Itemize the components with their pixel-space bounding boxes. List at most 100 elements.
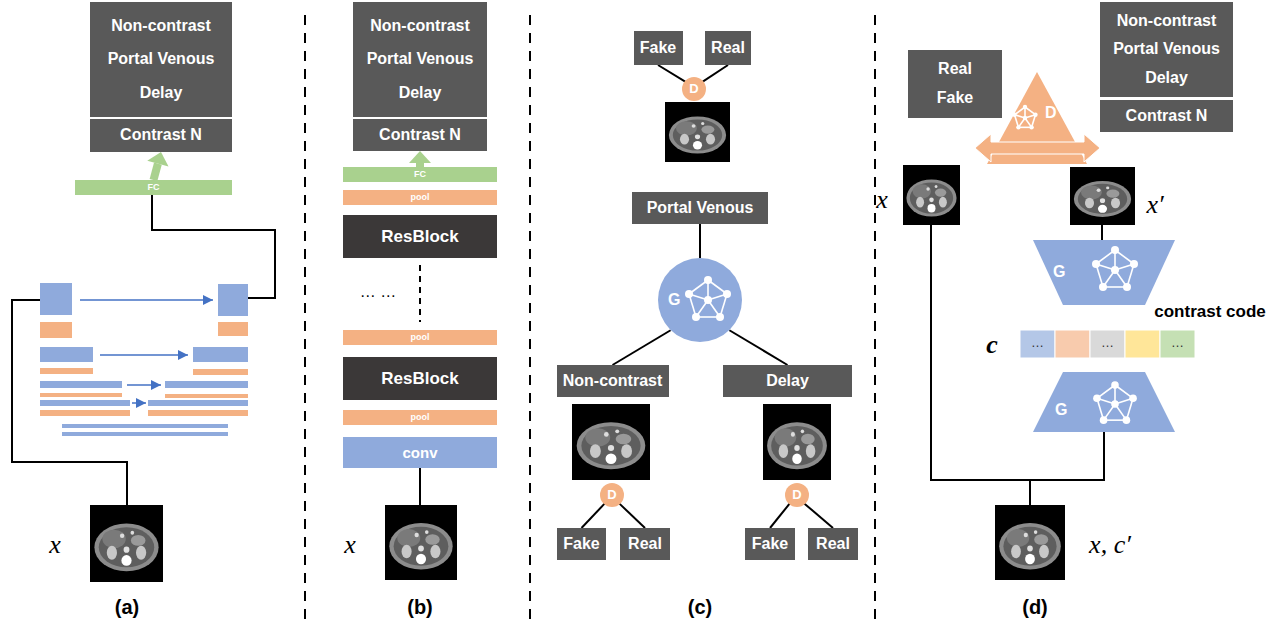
unet-encoder <box>62 432 228 436</box>
panel-caption: (a) <box>115 596 139 619</box>
pool-layer: pool <box>343 330 497 345</box>
ct-image <box>572 404 650 480</box>
output-box: Fake <box>745 528 795 560</box>
pool-layer: pool <box>343 410 497 425</box>
resblock-layer: ResBlock <box>343 215 497 258</box>
connector-line <box>699 224 701 258</box>
wire <box>1029 480 1031 505</box>
output-box: Fake <box>634 31 683 65</box>
wire <box>419 468 421 505</box>
generator-circle: G <box>658 258 742 342</box>
arrowhead <box>147 152 168 166</box>
pool-layer: pool <box>343 190 497 205</box>
skip-connection <box>127 384 161 386</box>
node-text: Portal Venous <box>1113 40 1220 58</box>
ct-image <box>995 505 1065 580</box>
node-text: Delay <box>766 372 809 390</box>
node-text: ResBlock <box>381 227 458 247</box>
panel-caption: (c) <box>688 596 712 619</box>
arrowhead <box>409 151 431 163</box>
node-outline <box>1033 372 1175 432</box>
contrast-code-bar <box>1055 330 1090 358</box>
unet-decoder <box>148 410 248 416</box>
wire <box>12 195 1104 505</box>
double-arrow <box>975 134 1100 162</box>
node-text: Delay <box>140 84 183 102</box>
network-icon <box>1111 266 1119 274</box>
panel-separator <box>529 15 531 625</box>
unet-encoder <box>62 424 228 428</box>
node-text: pool <box>411 332 430 342</box>
wire <box>1101 225 1103 240</box>
unet-encoder <box>40 400 130 406</box>
unet-decoder <box>193 347 248 362</box>
contrast-box: Contrast N <box>353 119 487 151</box>
generator-decoder: G <box>1033 372 1175 432</box>
connector <box>613 330 671 365</box>
class-list-box: Non-contrastPortal VenousDelay <box>353 2 487 117</box>
connector <box>582 503 605 528</box>
connector <box>658 65 686 82</box>
phase-box: Non-contrast <box>557 365 669 397</box>
network-icon <box>1092 260 1100 268</box>
node-text: Portal Venous <box>367 50 474 68</box>
conv-layer: conv <box>343 437 497 468</box>
network-icon <box>1093 395 1101 403</box>
skip-connection <box>80 299 213 301</box>
node-text: pool <box>411 192 430 202</box>
panel-caption: (d) <box>1022 596 1048 619</box>
node-outline <box>600 483 624 507</box>
fc-layer: FC <box>343 167 497 182</box>
node-text: Fake <box>563 535 599 553</box>
node-text: Non-contrast <box>370 17 470 35</box>
variable-label: x <box>49 530 61 560</box>
network-icon <box>1123 416 1131 424</box>
panel-separator <box>304 15 306 625</box>
network-icon <box>723 290 731 298</box>
node-text: Non-contrast <box>1117 12 1217 30</box>
network-icon <box>704 276 712 284</box>
connector-line <box>729 330 787 365</box>
panel-caption: (b) <box>407 596 433 619</box>
class-list-box: Non-contrastPortal VenousDelay <box>1100 2 1233 97</box>
contrast-code-bar <box>1020 330 1195 358</box>
node-text: Non-contrast <box>111 17 211 35</box>
node-outline <box>1033 240 1175 305</box>
unet-encoder <box>40 381 122 388</box>
network-icon <box>1123 283 1131 291</box>
connector-line <box>613 330 671 365</box>
discriminator-circle: D <box>600 483 624 507</box>
output-box: Real <box>620 528 670 560</box>
network-icon <box>1111 381 1119 389</box>
node-text: Fake <box>937 89 973 107</box>
network-icon <box>1129 395 1137 403</box>
connector-line <box>154 164 158 180</box>
node-text: Contrast N <box>120 126 202 144</box>
contrast-code-bar <box>1160 330 1195 358</box>
connector <box>770 503 790 528</box>
network-icon <box>1111 400 1119 408</box>
node-text: D <box>607 488 616 503</box>
network-icon <box>1111 246 1119 254</box>
code-cell-text: … <box>1171 335 1184 350</box>
ellipsis-label: … … <box>360 283 396 301</box>
discriminator-circle: D <box>682 77 706 101</box>
node-text: Real <box>628 535 662 553</box>
connector <box>409 151 431 167</box>
connector <box>700 224 701 258</box>
phase-box: Portal Venous <box>632 192 768 224</box>
connector-line <box>770 503 790 528</box>
node-text: Delay <box>1145 69 1188 87</box>
node-text: Contrast N <box>379 126 461 144</box>
output-box: RealFake <box>908 50 1002 118</box>
connector <box>729 330 787 365</box>
variable-label: x <box>344 530 356 560</box>
fc-layer: FC <box>75 180 232 195</box>
unet-decoder <box>148 284 248 416</box>
code-label: contrast code <box>1154 302 1265 322</box>
network-icon <box>1033 113 1037 117</box>
node-outline <box>682 77 706 101</box>
connector <box>147 152 168 180</box>
node-text: Fake <box>752 535 788 553</box>
